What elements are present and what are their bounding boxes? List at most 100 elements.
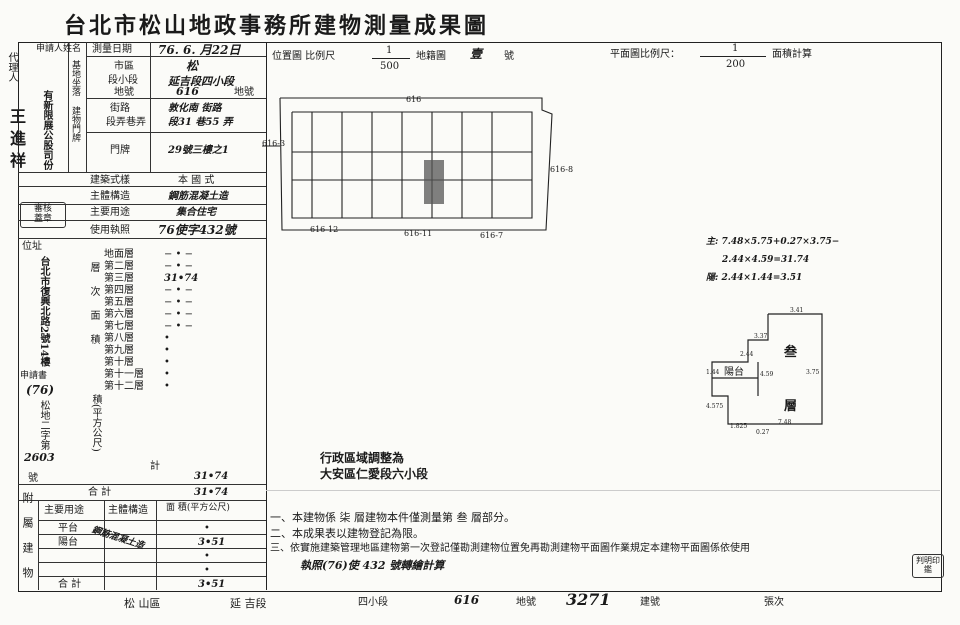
location-group-label: 基地坐落 <box>70 60 80 96</box>
dim-left: 4.575 <box>706 403 724 410</box>
application-no-suffix: 號 <box>28 473 38 484</box>
footer-lot-label: 地號 <box>516 597 536 608</box>
annex-total-value: 3•51 <box>198 579 226 590</box>
total-label: 合 計 <box>88 487 112 498</box>
floor-row: 第十層• <box>104 357 170 368</box>
map-scale-numerator: 1 <box>386 45 393 56</box>
applicant-name: 有新限展公股司份 <box>41 90 52 170</box>
annex-area-3: • <box>204 551 210 562</box>
cadastral-map <box>262 97 553 231</box>
dim-bottom: 7.48 <box>778 419 792 426</box>
street-value: 敦化南 街路 <box>168 103 222 114</box>
license-label: 使用執照 <box>90 225 130 236</box>
building-type-value: 本 國 式 <box>178 175 215 186</box>
subtotal-value: 31•74 <box>194 471 229 482</box>
dim-notch: 0.27 <box>756 429 770 436</box>
map-scale-denominator: 500 <box>380 61 400 72</box>
map-header-left: 位置圖 比例尺 <box>272 51 336 62</box>
zone-note-2: 大安區仁愛段六小段 <box>320 467 429 481</box>
applicant-label: 申請人姓名 <box>36 44 82 54</box>
floor-row: 地面層− • − <box>104 249 194 260</box>
document-frame <box>18 42 942 592</box>
map-sheet-label: 地籍圖 <box>416 51 446 62</box>
lot-label-616-7: 616-7 <box>480 231 504 240</box>
section-label: 段小段 <box>108 75 138 86</box>
owner-address: 台北市復興北路2號14樓 <box>38 256 49 367</box>
dim-mid: 4.59 <box>760 371 774 378</box>
building-type-label: 建築式樣 <box>90 175 130 186</box>
floor-row: 第五層− • − <box>104 297 194 308</box>
district-value: 松 <box>186 59 199 73</box>
dim-left-top: 3.37 <box>754 333 768 340</box>
lot-label-616-3: 616-3 <box>262 139 286 148</box>
plan-scale-denominator: 200 <box>726 59 746 70</box>
lane-value: 段31 巷55 弄 <box>168 117 233 128</box>
notes-divider <box>266 490 940 491</box>
application-no-label: 申請書 <box>20 371 48 381</box>
dim-balcony-h: 1.44 <box>706 369 720 376</box>
balcony-label: 陽台 <box>724 367 744 378</box>
footer-count-label: 張次 <box>764 597 784 608</box>
use-label: 主要用途 <box>90 207 130 218</box>
zone-note-1: 行政區域調整為 <box>320 451 405 465</box>
lot-value: 616 <box>176 85 199 98</box>
total-value: 31•74 <box>194 487 229 498</box>
floor-row: 第九層• <box>104 345 170 356</box>
map-scale-bar <box>372 58 410 59</box>
structure-value: 鋼筋混凝土造 <box>168 191 228 202</box>
lot-label: 地號 <box>114 87 134 98</box>
floors-group-label: 層次面積 <box>88 262 99 358</box>
floor-row: 第八層• <box>104 333 170 344</box>
application-no-number: 2603 <box>24 451 55 464</box>
annex-area-2: 3•51 <box>198 537 226 548</box>
number-value: 29號三樓之1 <box>168 145 229 156</box>
dim-balcony-w: 2.44 <box>740 351 754 358</box>
area-calc-line-1: 主: 7.48×5.75+0.27×3.75− <box>706 237 840 247</box>
section-value: 延吉段四小段 <box>168 75 234 88</box>
street-label: 街路 <box>110 103 130 114</box>
floor-row: 第二層− • − <box>104 261 194 272</box>
footer-section: 延 吉段 <box>230 597 267 610</box>
agent-name: 王進祥 <box>7 108 26 174</box>
dim-top: 3.41 <box>790 307 804 314</box>
plan-area-calc-label: 面積計算 <box>772 49 812 60</box>
footer-subsection: 四小段 <box>358 597 388 608</box>
review-stamp: 審核蓋章 <box>20 202 66 228</box>
footer-district: 松 山區 <box>124 597 161 610</box>
agent-label: 代理人 <box>6 52 17 82</box>
dim-right: 3.75 <box>806 369 820 376</box>
plan-header: 平面圖比例尺： <box>610 49 680 60</box>
lot-suffix: 地號 <box>234 87 254 98</box>
seal-stamp: 判明印鑑 <box>912 554 944 578</box>
note-3-continued: 執照(76)使 432 號轉繪計算 <box>300 559 445 572</box>
floor-row: 第十一層• <box>104 369 170 380</box>
area-calc-line-2: 2.44×4.59=31.74 <box>722 255 810 265</box>
number-label: 門牌 <box>110 145 130 156</box>
document-title: 台北市松山地政事務所建物測量成果圖 <box>64 13 490 39</box>
annex-use-1: 平台 <box>58 523 78 534</box>
lot-label-616: 616 <box>406 95 422 104</box>
note-3: 三、依實施建築管理地區建物第一次登記僅勘測建物位置免再勘測建物平面圖作業規定本建… <box>270 543 750 554</box>
note-1: 一、本建物係 柒 層建物本件僅測量第 叁 層部分。 <box>270 511 515 524</box>
footer-building-no: 3271 <box>566 590 611 609</box>
area-calc-line-3: 陽: 2.44×1.44=3.51 <box>706 273 803 283</box>
annex-area-4: • <box>204 565 210 576</box>
plan-scale-numerator: 1 <box>732 43 739 54</box>
annex-label: 附屬建物 <box>21 492 34 592</box>
application-no-text: 松地二字第 <box>38 400 49 450</box>
structure-label: 主體構造 <box>90 191 130 202</box>
footer-building-label: 建號 <box>640 597 660 608</box>
license-value: 76使字432號 <box>158 223 236 237</box>
district-label: 市區 <box>114 61 134 72</box>
map-sheet-number: 壹 <box>470 47 483 61</box>
use-value: 集合住宅 <box>176 207 216 218</box>
subtotal-label: 計 <box>150 461 160 472</box>
lot-label-616-8: 616-8 <box>550 165 574 174</box>
application-no-year: (76) <box>26 383 55 397</box>
note-2: 二、本成果表以建物登記為限。 <box>270 527 424 540</box>
annex-total-label: 合 計 <box>58 579 82 590</box>
area-unit-label: 積(平方公尺) <box>90 394 101 452</box>
floor-plan-label-2: 層 <box>784 399 798 414</box>
floor-row: 第四層− • − <box>104 285 194 296</box>
survey-table: 申請人姓名 有新限展公股司份 測量日期 76. 6. 月22日 基地坐落 市區 … <box>18 42 267 592</box>
